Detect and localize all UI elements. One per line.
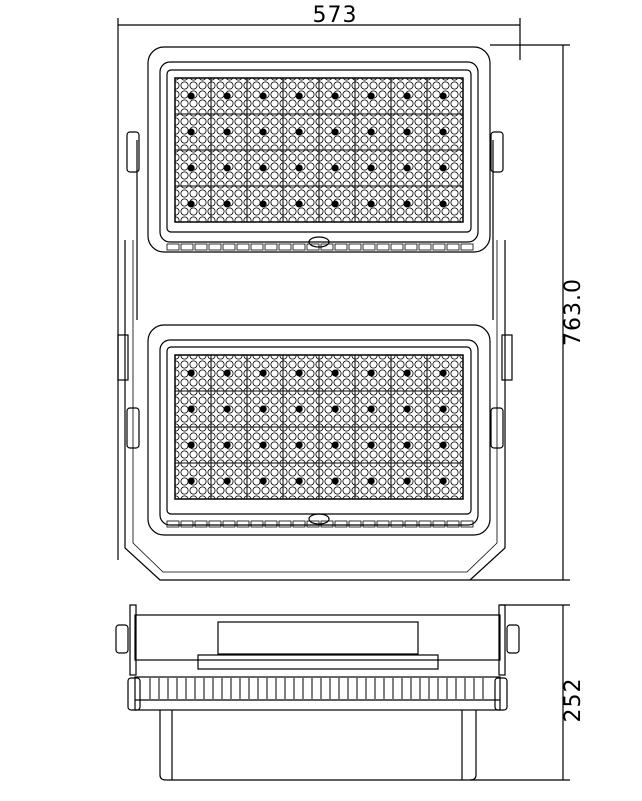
upper-housing [147,46,491,253]
led-module [426,462,464,500]
height-dimension [470,44,570,581]
depth-dimension [470,604,570,781]
depth-label: 252 [561,678,586,723]
side-view [115,604,520,781]
mounting-bracket [124,240,506,581]
led-module [426,185,464,223]
width-dimension [117,18,521,560]
latch-icon [308,513,330,525]
latch-icon [308,236,330,248]
led-panel [166,77,474,251]
adjustment-knob-icon [117,131,513,449]
height-label: 763.0 [561,278,586,346]
width-label: 573 [313,3,358,28]
led-panel [166,354,474,528]
